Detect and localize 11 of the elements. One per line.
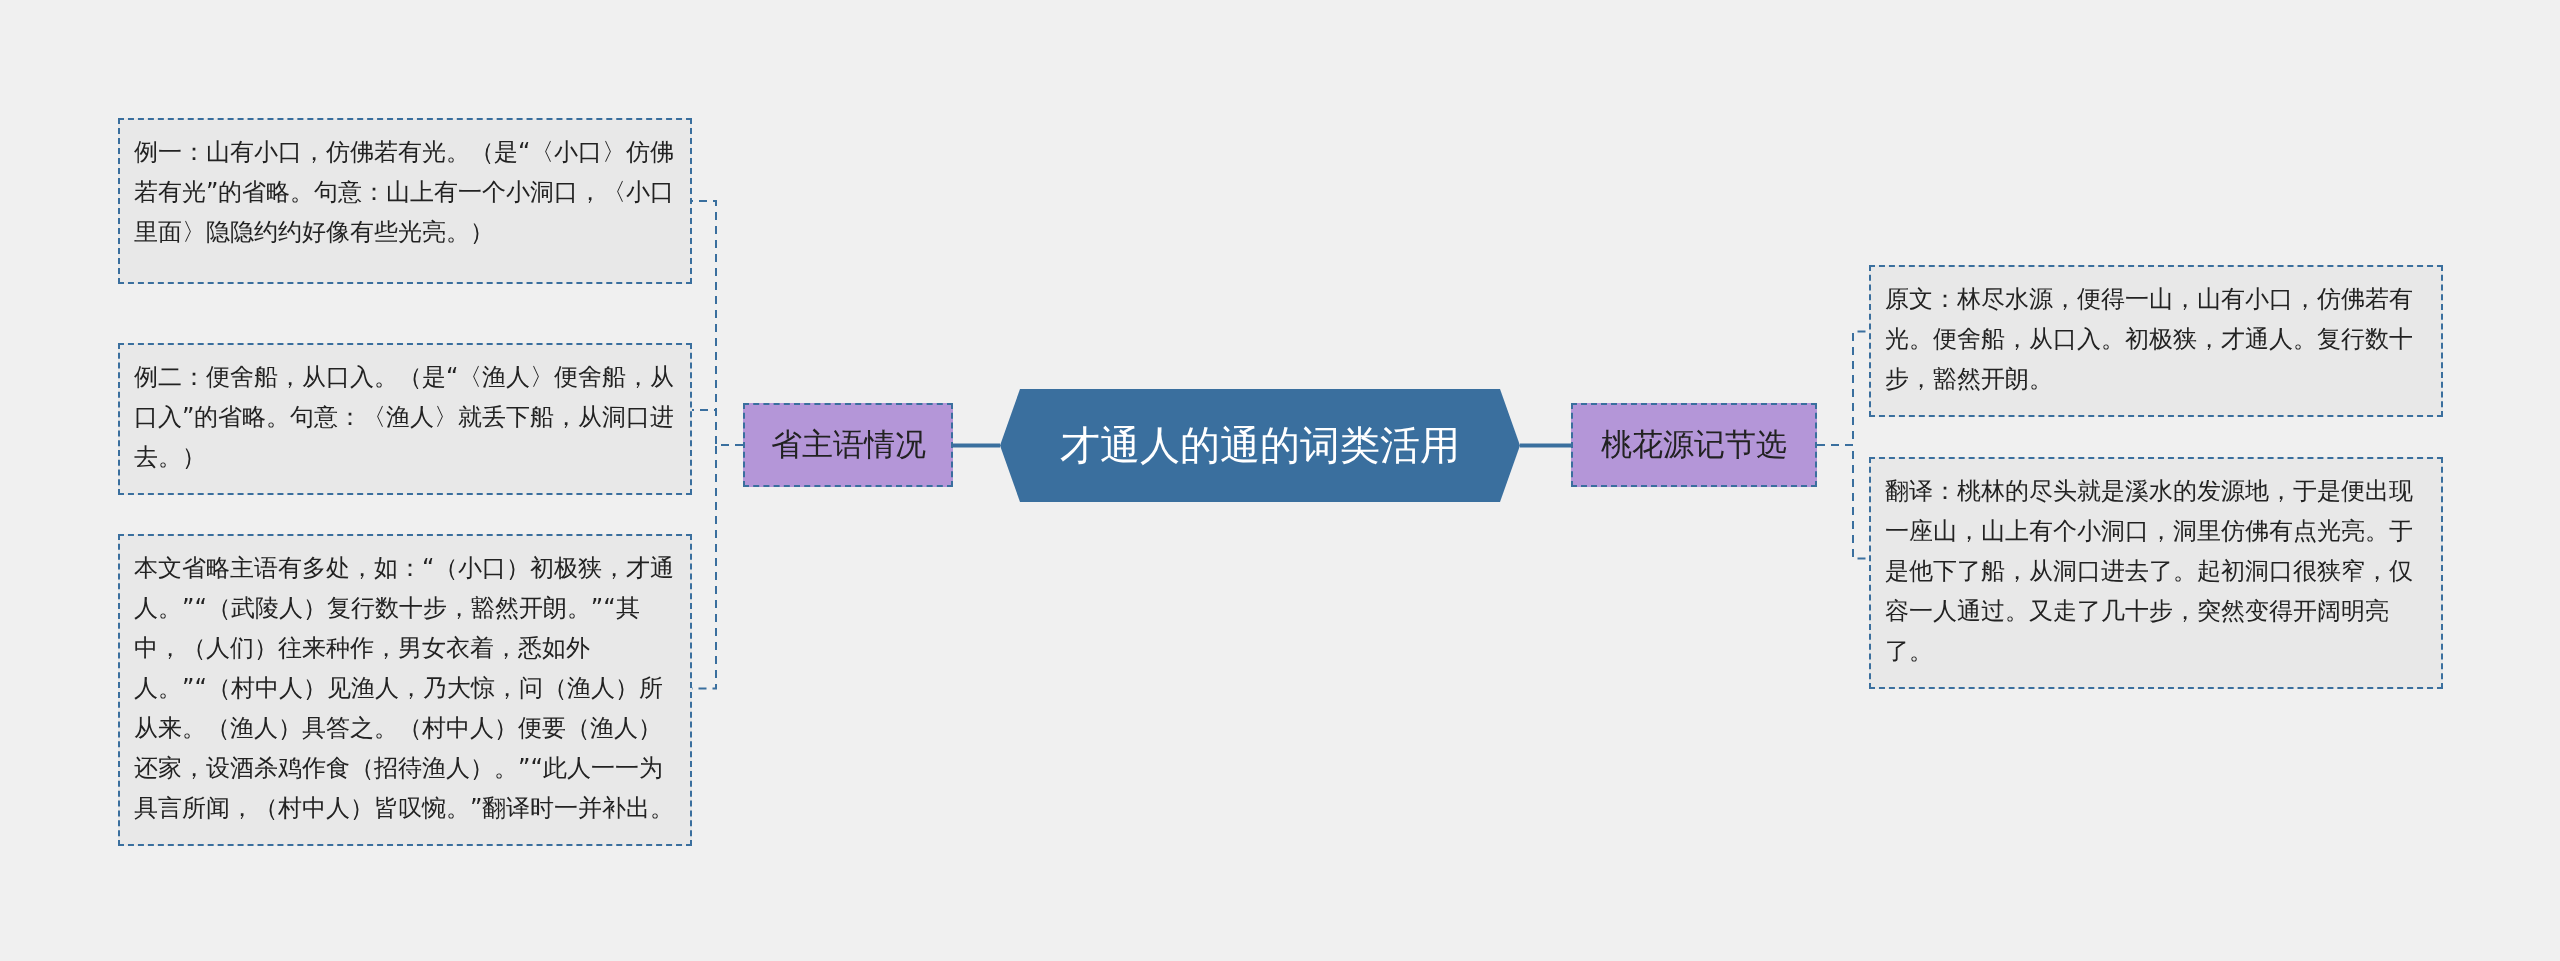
note-box: 例一：山有小口，仿佛若有光。（是“〈小口〉仿佛若有光”的省略。句意：山上有一个小洞口，〈小口里面〉隐隐约约好像有些光亮。） [118,118,692,284]
note-box: 例二：便舍船，从口入。（是“〈渔人〉便舍船，从口入”的省略。句意：〈渔人〉就丢下船，从洞口进去。） [118,343,692,495]
central-topic-hexagon [1000,389,1520,502]
note-box: 原文：林尽水源，便得一山，山有小口，仿佛若有光。便舍船，从口入。初极狭，才通人。复行数十步，豁然开朗。 [1869,265,2443,417]
note-box: 翻译：桃林的尽头就是溪水的发源地，于是便出现一座山，山上有个小洞口，洞里仿佛有点光亮。于是他下了船，从洞口进去了。起初洞口很狭窄，仅容一人通过。又走了几十步，突然变得开阔明亮了。 [1869,457,2443,689]
connector-line [1520,443,1571,448]
note-box: 本文省略主语有多处，如：“（小口）初极狭，才通人。”“（武陵人）复行数十步，豁然开朗。”“其中，（人们）往来种作，男女衣着，悉如外人。”“（村中人）见渔人，乃大惊，问（渔人）所从来。（渔人）具答之。（村中人）便要（渔人）还家，设酒杀鸡作食（招待渔人）。”“此人一一为具言所闻，（村中人）皆叹惋。”翻译时一并补出。 [118,534,692,846]
topic-text: 才通人的通的词类活用 [1060,421,1460,470]
topic-box: 桃花源记节选 [1571,403,1817,487]
connector-line [953,443,1000,448]
topic-box: 省主语情况 [743,403,953,487]
